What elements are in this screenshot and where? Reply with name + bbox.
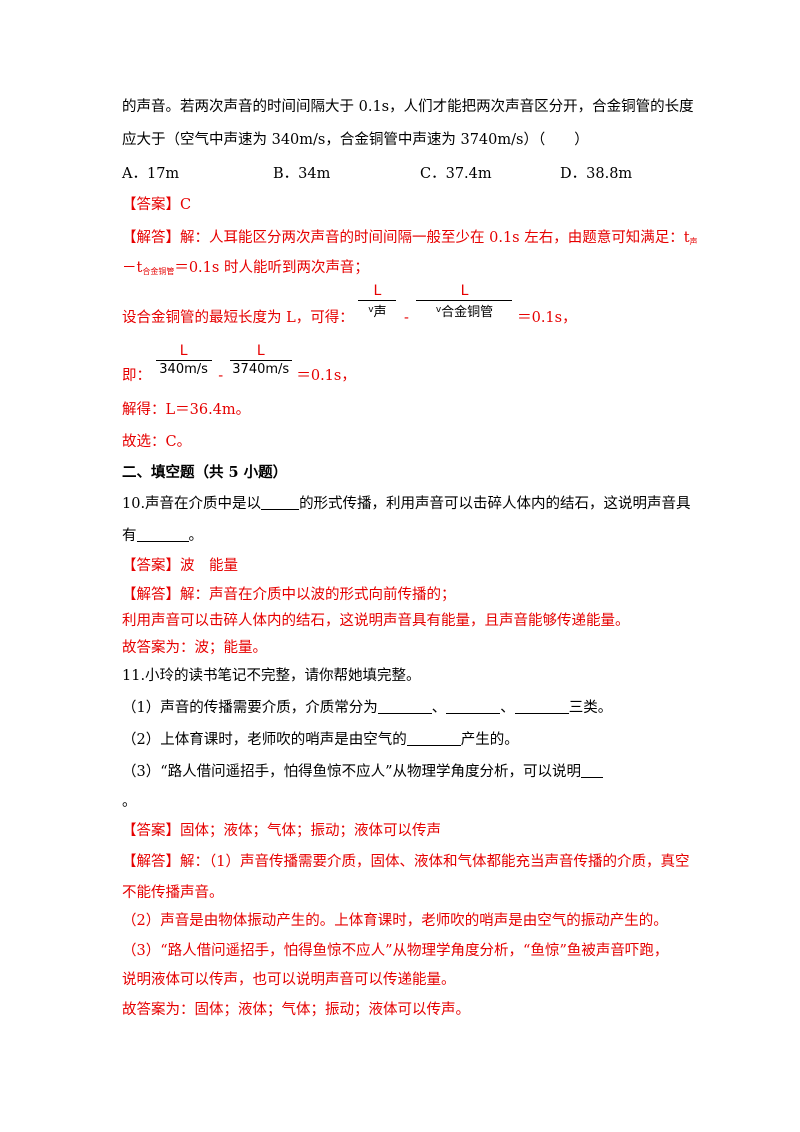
answer-tag: 【答案】 [122,823,180,839]
minus-sign: - [403,310,409,326]
equation-intro: 设合金铜管的最短长度为 L，可得： [122,310,354,326]
fill-blank[interactable] [514,699,569,714]
final-answer: 故答案为：固体；液体；气体；振动；液体可以传声。 [122,1002,470,1018]
fraction-denominator: 340m/s [155,359,212,379]
final-answer: 故答案为：波；能量。 [122,640,267,656]
fill-blank[interactable] [136,527,189,542]
stem-text: （1）声音的传播需要介质，介质常分为 [122,700,378,716]
minus-sign: - [218,368,224,384]
analysis-line: 不能传播声音。 [122,885,224,901]
question-11-part3-end: 。 [122,794,137,810]
fraction-numerator: L [179,342,188,359]
analysis-line: （2）声音是由物体振动产生的。上体育课时，老师吹的哨声是由空气的振动产生的。 [122,913,668,929]
question-text-line: 应大于（空气中声速为 340m/s，合金铜管中声速为 3740m/s）（ ） [122,132,589,148]
answer-value: C [180,197,192,213]
question-text-line: 的声音。若两次声音的时间间隔大于 0.1s，人们才能把两次声音区分开，合金铜管的… [122,99,694,115]
analysis-text: －t [122,260,143,276]
analysis-text: 解：声音在介质中以波的形式向前传播的； [180,587,456,603]
analysis-line: －t合金铜管＝0.1s 时人能听到两次声音； [122,258,369,282]
fill-blank[interactable] [377,699,432,714]
question-11-part1: （1）声音的传播需要介质，介质常分为 、 、 三类。 [122,698,612,718]
answer-line: 【答案】固体；液体；气体；振动；液体可以传声 [122,821,441,841]
question-10-stem: 有。 [122,526,203,546]
analysis-text: 解：人耳能区分两次声音的时间间隔一般至少在 0.1s 左右，由题意可知满足：t [180,230,690,246]
stem-text: 的形式传播，利用声音可以击碎人体内的结石，这说明声音具 [299,496,691,512]
analysis-text: 解：（1）声音传播需要介质，固体、液体和气体都能充当声音传播的介质，真空 [180,854,690,870]
analysis-line: 【解答】解：（1）声音传播需要介质，固体、液体和气体都能充当声音传播的介质，真空 [122,852,689,872]
analysis-text: ＝0.1s 时人能听到两次声音； [174,260,369,276]
equation-line: 设合金铜管的最短长度为 L，可得： L v声 - L v合金铜管 ＝0.1s， [122,283,577,328]
question-10-stem: 10.声音在介质中是以 的形式传播，利用声音可以击碎人体内的结石，这说明声音具 [122,494,691,514]
fill-blank[interactable] [406,731,461,746]
option-d: D．38.8m [560,166,633,182]
separator: 、 [431,700,447,716]
subscript: 合金铜管 [142,267,175,276]
fraction-denominator: v声 [358,300,397,322]
fraction-l-over-v-sound: L v声 [358,282,397,322]
answer-value: 固体；液体；气体；振动；液体可以传声 [180,823,441,839]
answer-line: 【答案】C [122,195,191,215]
analysis-tag: 【解答】 [122,230,180,246]
analysis-line: 利用声音可以击碎人体内的结石，这说明声音具有能量，且声音能够传递能量。 [122,613,630,629]
fraction-l-over-3740: L 3740m/s [229,342,292,379]
fill-blank[interactable] [446,699,501,714]
analysis-line: 【解答】解：声音在介质中以波的形式向前传播的； [122,585,456,605]
equation-line: 即： L 340m/s - L 3740m/s ＝0.1s， [122,343,356,386]
analysis-line: 说明液体可以传声，也可以说明声音可以传递能量。 [122,972,456,988]
solve-line: 解得：L＝36.4m。 [122,402,251,418]
equation-rhs: ＝0.1s， [517,310,577,326]
separator: 、 [500,700,515,716]
fraction-numerator: L [460,283,469,299]
question-11-part3: （3）“路人借问遥招手，怕得鱼惊不应人”从物理学角度分析，可以说明 [122,762,604,782]
option-a: A．17m [122,166,180,182]
fraction-denominator: v合金铜管 [416,300,513,322]
choose-line: 故选：C。 [122,434,192,450]
analysis-tag: 【解答】 [122,854,180,870]
answer-tag: 【答案】 [122,558,180,574]
answer-line: 【答案】波 能量 [122,556,238,576]
equation-rhs: ＝0.1s， [296,368,356,384]
subscript: 声 [689,237,698,246]
stem-text: 有 [122,528,137,544]
fraction-numerator: L [256,342,265,359]
fraction-l-over-340: L 340m/s [155,342,212,379]
option-b: B．34m [273,166,331,182]
question-11-stem: 11.小玲的读书笔记不完整，请你帮她填完整。 [122,668,421,684]
analysis-line: （3）“路人借问遥招手，怕得鱼惊不应人”从物理学角度分析，“鱼惊”鱼被声音吓跑， [122,943,669,959]
question-11-part2: （2）上体育课时，老师吹的哨声是由空气的 产生的。 [122,730,519,750]
stem-text: （2）上体育课时，老师吹的哨声是由空气的 [122,732,407,748]
fill-blank[interactable] [581,763,604,778]
stem-text: 产生的。 [460,732,519,748]
stem-text: 三类。 [568,700,613,716]
analysis-line: 【解答】解：人耳能区分两次声音的时间间隔一般至少在 0.1s 左右，由题意可知满… [122,228,698,252]
fraction-l-over-v-alloy: L v合金铜管 [416,282,513,322]
answer-tag: 【答案】 [122,197,180,213]
fraction-numerator: L [373,283,382,299]
equation-intro: 即： [122,368,151,384]
stem-text: 。 [188,528,204,544]
section-title: 二、填空题（共 5 小题） [122,464,288,481]
fill-blank[interactable] [261,495,300,510]
stem-text: 10.声音在介质中是以 [122,496,262,512]
fraction-denominator: 3740m/s [229,359,292,379]
answer-value: 波 能量 [180,558,238,574]
option-c: C．37.4m [420,166,492,182]
stem-text: （3）“路人借问遥招手，怕得鱼惊不应人”从物理学角度分析，可以说明 [122,764,582,780]
analysis-tag: 【解答】 [122,587,180,603]
